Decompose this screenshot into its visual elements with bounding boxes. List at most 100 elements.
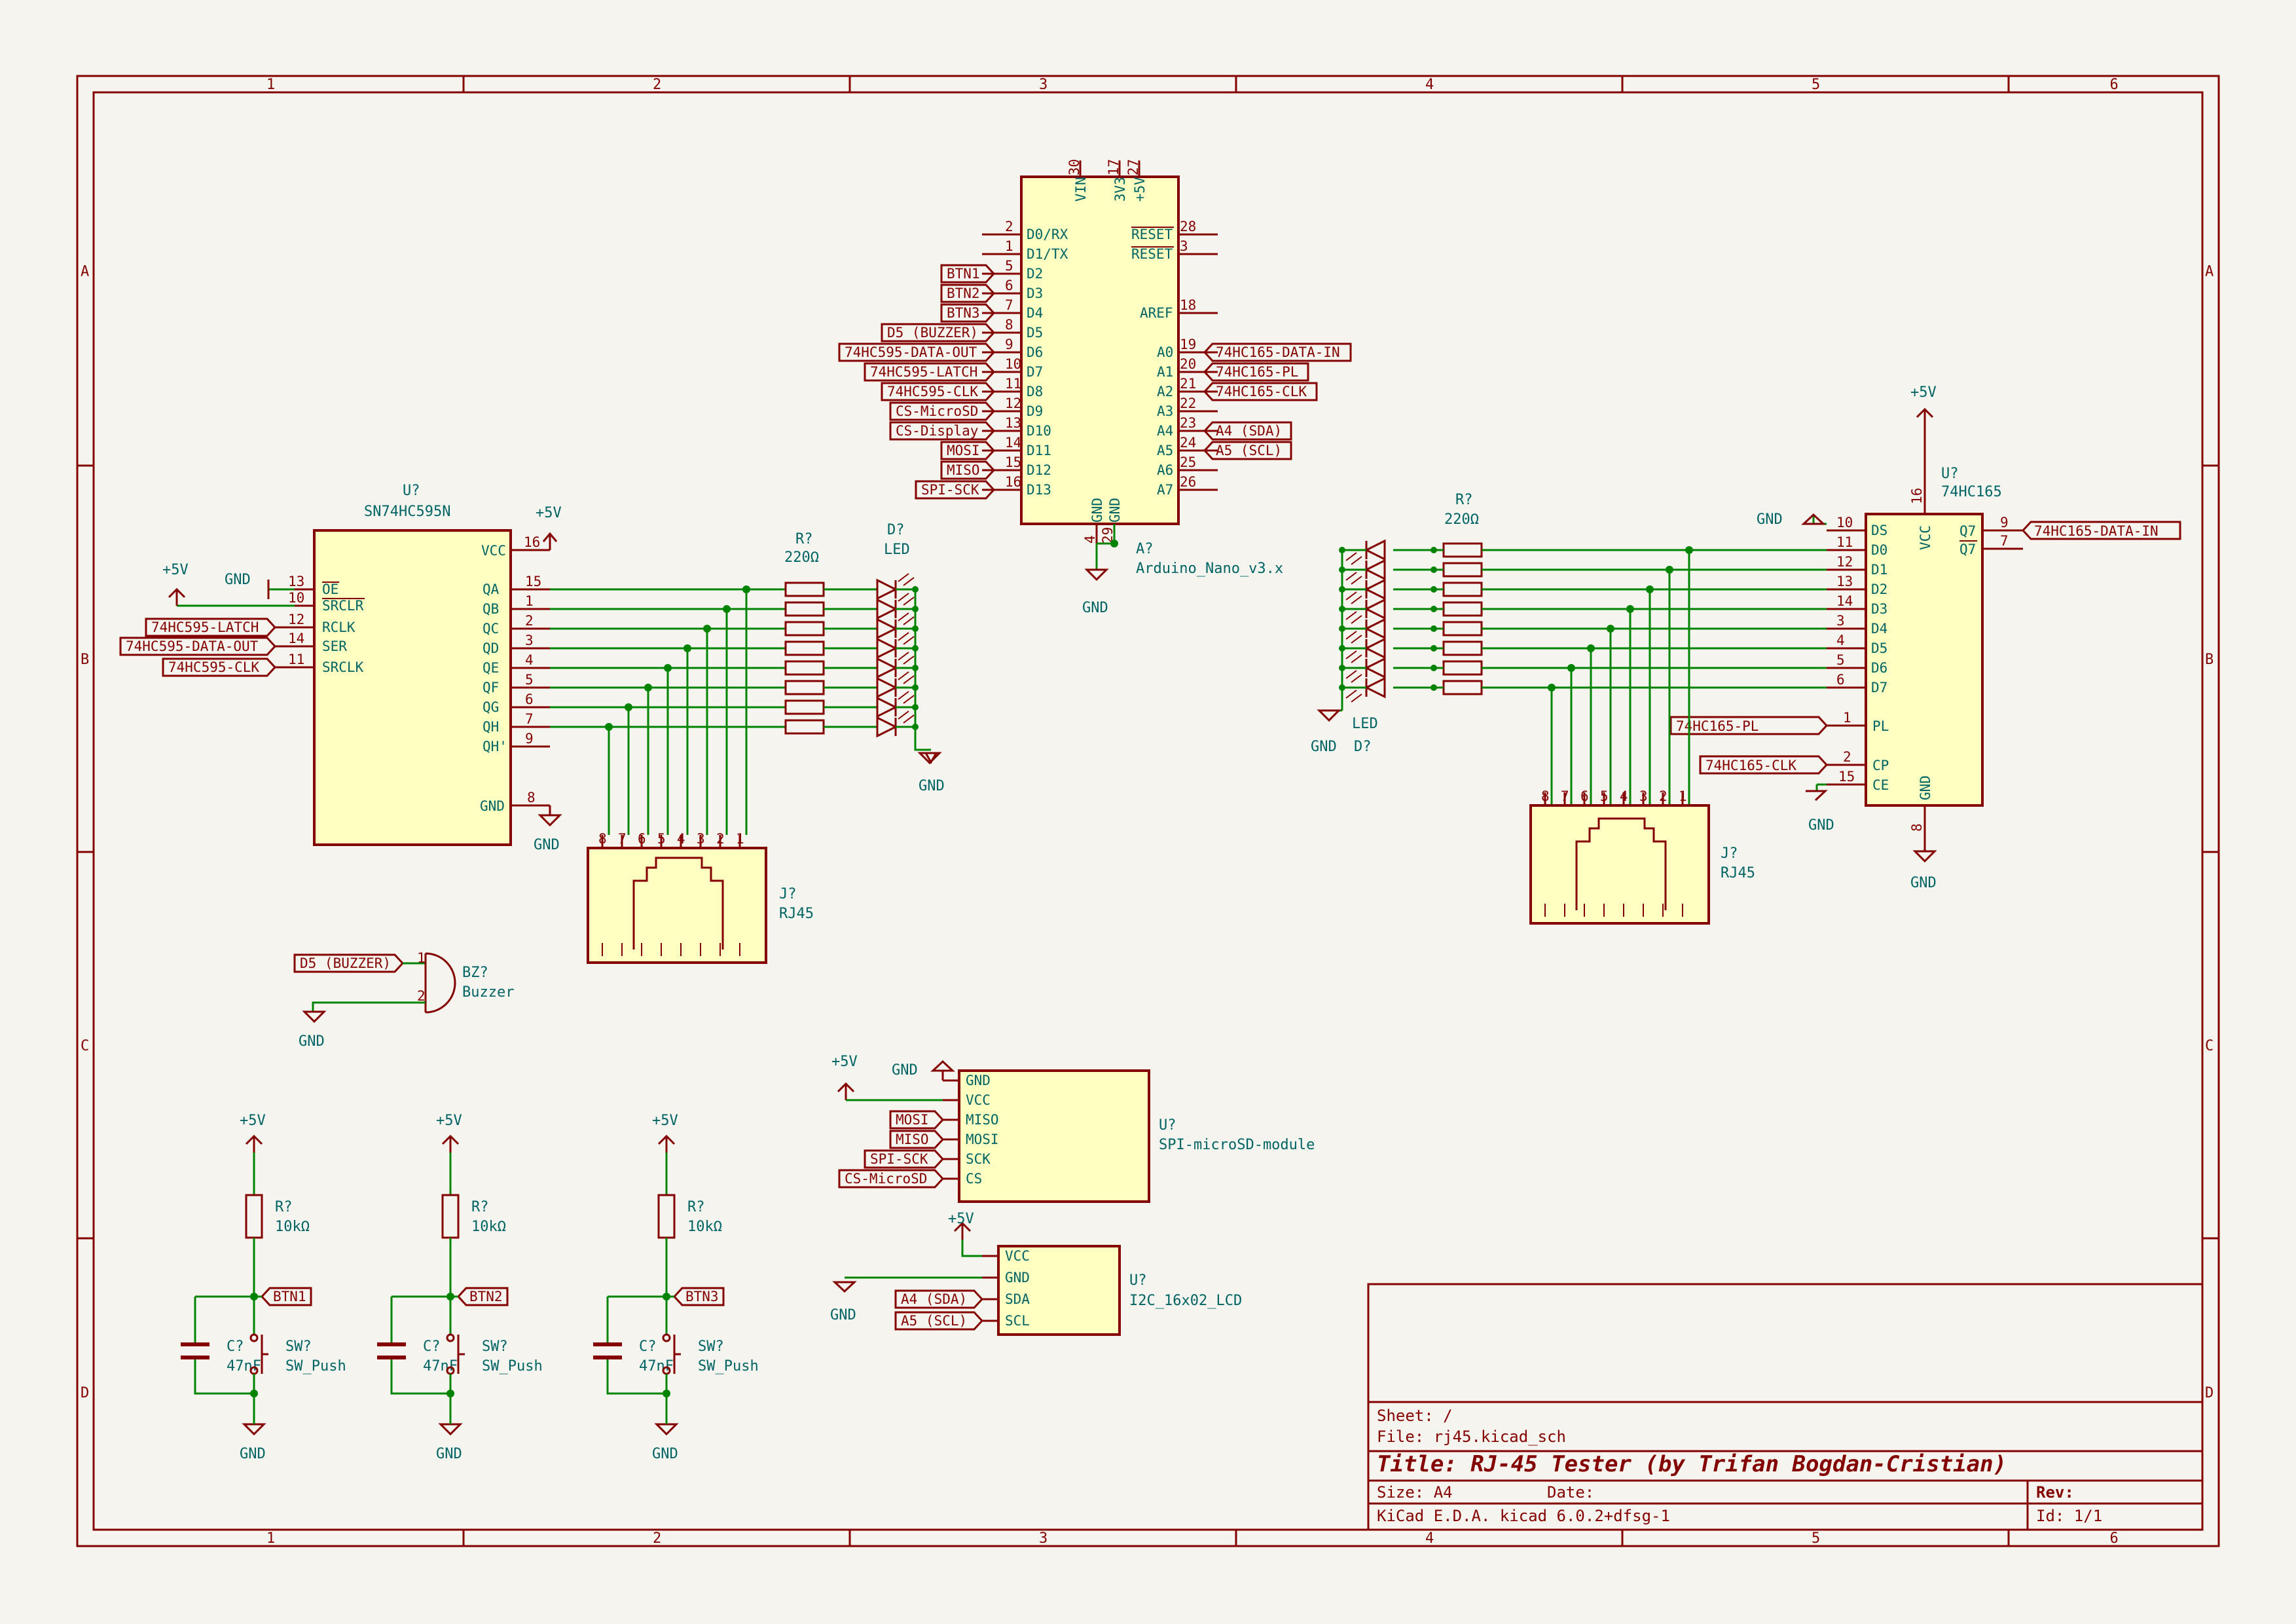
col-label-bottom: 1 [266,1530,275,1547]
sr165-cp-name: CP [1872,758,1889,773]
button-sw-ref: SW? [698,1338,724,1355]
button-c-val: 47nF [639,1358,674,1375]
arduino-net-label: CS-Display [896,423,978,439]
arduino-ref: A? [1136,541,1154,557]
arduino-pin-num: 2 [1005,219,1013,234]
arduino-pin-name: D4 [1027,305,1043,321]
row-label-left: C [81,1038,89,1054]
sr165-gnd-num: 8 [1909,823,1925,832]
sr595-out-name: QE [483,660,499,676]
sr165-q7n-name: Q7 [1959,542,1976,557]
title-block: Sheet: / File: rj45.kicad_sch Title: RJ-… [1367,1283,2204,1531]
arduino-pin-num: 12 [1005,396,1021,411]
lcd-value: I2C_16x02_LCD [1129,1293,1242,1309]
sr165-vcc-pwr: +5V [1910,384,1937,401]
buzzer-value: Buzzer [462,984,514,1001]
sd-module[interactable]: GNDVCCMISOMOSIMOSIMISOSCKSPI-SCKCSCS-Mic… [831,1054,1315,1203]
button-sw-val: SW_Push [285,1358,346,1375]
sr595-gnd-pwr: GND [534,837,560,853]
sr595-pin-name: SER [322,638,347,654]
button-net-label-box [456,1287,509,1306]
tb-tool: KiCad E.D.A. kicad 6.0.2+dfsg-1 [1377,1507,1670,1525]
sr165-pin-name: D0 [1871,542,1887,558]
rj45-left-pin-num: 7 [618,831,627,847]
arduino-pin-name: D13 [1027,482,1051,498]
lcd-pin-name: GND [1005,1270,1030,1285]
arduino-pin-name: D10 [1027,423,1051,439]
rj45-right-pin-num: 3 [1639,788,1648,804]
led-right-value: LED [1352,716,1378,732]
arduino-pin-num: 17 [1106,159,1121,175]
rj45-right-pin-num: 4 [1620,788,1628,804]
sr595-pin-name: RCLK [322,619,355,635]
sr595-out-num: 5 [525,672,534,688]
button-r-ref: R? [687,1199,705,1215]
sd-ref: U? [1159,1117,1176,1134]
button-sw-ref: SW? [285,1338,312,1355]
rj45-left-pin-num: 1 [736,831,744,847]
arduino-pin-name: AREF [1140,305,1173,321]
button-vcc: +5V [436,1113,462,1129]
res-left-value: 220Ω [784,549,819,566]
sr595-out-name: QG [483,699,499,715]
arduino-value: Arduino_Nano_v3.x [1136,561,1283,577]
arduino-pin-num: 11 [1005,376,1021,392]
arduino-pin-name: A2 [1157,384,1173,399]
sr165-value: 74HC165 [1941,484,2002,500]
sr165-gnd-name: GND [1918,775,1933,800]
arduino-pin-name: A7 [1157,482,1173,498]
lcd-vcc: +5V [948,1211,974,1227]
sr595-oe-gnd: GND [225,572,251,588]
arduino-pin-num: 8 [1005,317,1013,333]
arduino-pin-name: A0 [1157,344,1173,360]
arduino-pin-name: D2 [1027,266,1043,282]
row-label-left: B [81,652,89,668]
button-net-label-box [672,1287,725,1306]
sr165-pin-num: 11 [1836,534,1853,550]
arduino-pin-num: 1 [1005,238,1013,254]
arduino-pin-name: RESET [1131,246,1173,262]
arduino-pin-name: D0/RX [1027,227,1068,242]
arduino-pin-name: RESET [1131,227,1173,242]
rj45-right-pin-num: 5 [1600,788,1609,804]
rj45-left-pin-num: 4 [677,831,685,847]
sr595-chip[interactable]: U? SN74HC595N OE13SRCLR10RCLK1274HC595-L… [119,483,786,853]
sr595-pin-num: 12 [288,612,304,627]
button-gnd: GND [436,1446,462,1462]
sr595-pin-num: 14 [288,631,304,646]
button-sw-ref: SW? [482,1338,508,1355]
sr595-out-name: QH [483,719,499,735]
sr595-out-name: QF [483,680,499,695]
sd-pin-name: VCC [966,1092,991,1108]
sr165-q7-name: Q7 [1959,523,1976,539]
lcd-net-label-box [894,1289,984,1309]
sr595-out-num: 2 [525,613,534,629]
sr595-vcc-num: 16 [524,534,540,550]
sr595-net-label-box [119,637,277,656]
row-label-left: D [81,1385,89,1401]
rj45-right-ref: J? [1721,845,1738,862]
sr165-chip[interactable]: U? 74HC165 DS10D011D112D213D314D43D54D65… [1669,384,2181,891]
buzzer-pin2: 2 [417,988,426,1004]
sr165-pin-name: DS [1871,523,1887,538]
buzzer[interactable]: D5 (BUZZER) 1 2 GND BZ? Buzzer [293,950,514,1050]
tb-date: Date: [1547,1483,1594,1502]
buzzer-ref: BZ? [462,965,488,981]
sr165-pin-name: D2 [1871,581,1887,597]
col-label-top: 6 [2110,77,2119,93]
lcd-net-label-box [894,1311,984,1331]
arduino-pin-name: D9 [1027,403,1043,419]
button-r-ref: R? [275,1199,293,1215]
sr595-out-num: 6 [525,692,534,707]
button-r-val: 10kΩ [687,1219,722,1235]
arduino-pin-num: 4 [1082,535,1098,544]
col-label-bottom: 4 [1425,1530,1434,1547]
